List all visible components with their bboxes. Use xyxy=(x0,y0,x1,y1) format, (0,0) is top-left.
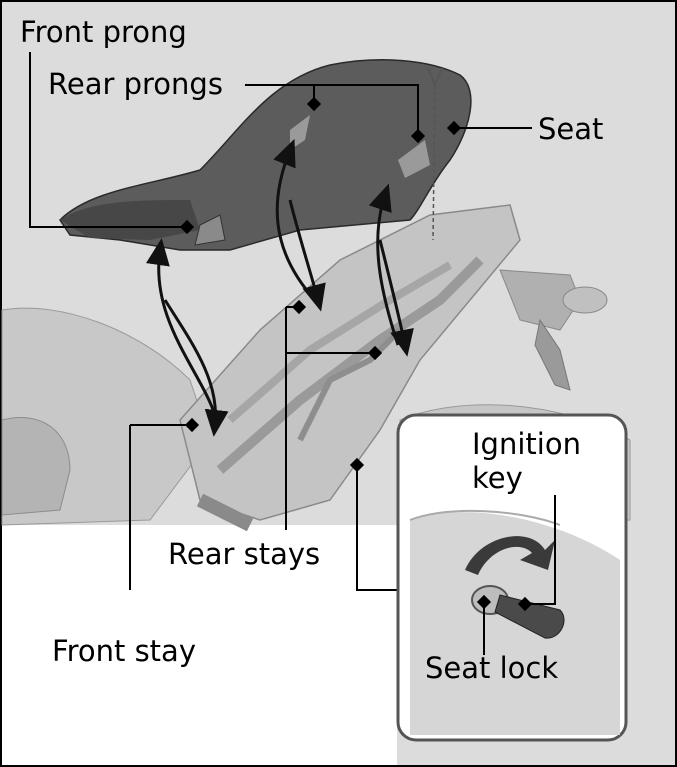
label-front-prong: Front prong xyxy=(20,18,187,47)
label-rear-prongs: Rear prongs xyxy=(48,70,223,99)
label-ignition-key-line1: Ignition xyxy=(472,430,581,459)
label-rear-stays: Rear stays xyxy=(168,540,320,569)
label-ignition-key-line2: key xyxy=(472,464,523,493)
label-seat-lock: Seat lock xyxy=(425,654,558,683)
turn-signal xyxy=(563,287,607,313)
label-front-stay: Front stay xyxy=(52,637,196,666)
label-seat: Seat xyxy=(538,115,603,144)
